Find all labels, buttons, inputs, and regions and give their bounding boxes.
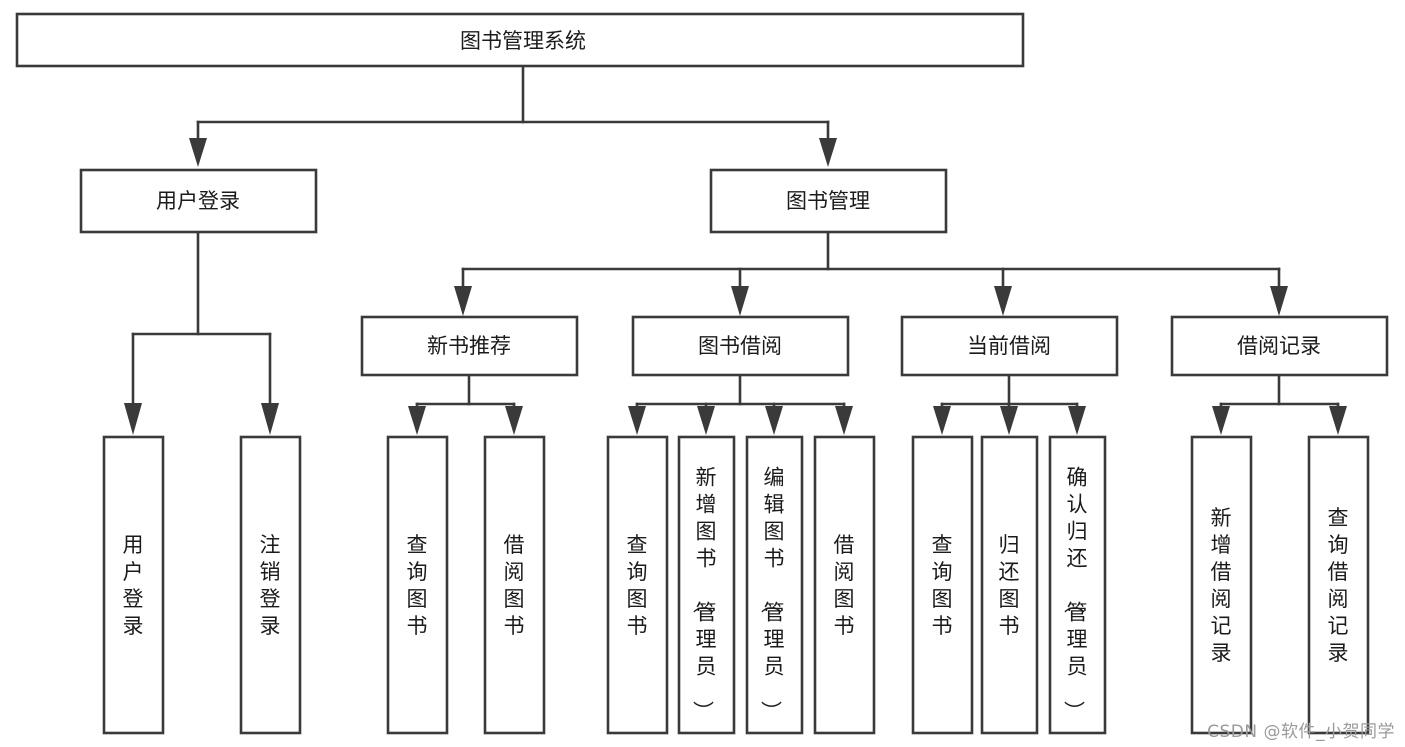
node-leaf-add-book-admin[interactable]: 新增图书（管理员） — [677, 435, 736, 735]
node-leaf-edit-book-admin-box[interactable] — [745, 435, 804, 735]
node-new-book-recommend-box[interactable] — [360, 315, 579, 377]
node-leaf-query-book-borrow-box[interactable] — [606, 435, 669, 735]
node-root-box[interactable] — [15, 12, 1025, 68]
node-leaf-logout-login[interactable]: 注销登录 — [239, 435, 302, 735]
node-leaf-user-login-box[interactable] — [102, 435, 165, 735]
arrow-bb-leaf-1 — [628, 406, 646, 435]
node-borrow-record[interactable]: 借阅记录 — [1170, 315, 1389, 377]
node-leaf-logout-login-label: 注销登录 — [260, 533, 281, 638]
node-leaf-query-book-rec[interactable]: 查询图书 — [386, 435, 449, 735]
arrow-bb-leaf-3 — [765, 406, 783, 435]
node-leaf-edit-book-admin[interactable]: 编辑图书（管理员） — [745, 435, 804, 735]
arrow-root-to-user-login — [189, 138, 207, 167]
node-leaf-add-borrow-record[interactable]: 新增借阅记录 — [1190, 435, 1253, 735]
node-leaf-query-book-rec-label: 查询图书 — [407, 533, 428, 638]
connector-layer — [124, 64, 1347, 435]
arrow-cb-leaf-3 — [1068, 406, 1086, 435]
node-leaf-query-book-borrow[interactable]: 查询图书 — [606, 435, 669, 735]
node-leaf-query-book-borrow-label: 查询图书 — [627, 533, 648, 638]
arrow-bm-to-new-book-recommend — [454, 286, 472, 316]
node-leaf-add-borrow-record-label: 新增借阅记录 — [1211, 506, 1232, 665]
node-user-login[interactable]: 用户登录 — [79, 168, 318, 234]
node-leaf-user-login-label: 用户登录 — [123, 533, 144, 638]
node-root-label: 图书管理系统 — [460, 29, 586, 53]
arrow-user-login-leaf-1 — [124, 403, 142, 435]
node-root[interactable]: 图书管理系统 — [15, 12, 1025, 68]
node-borrow-record-label: 借阅记录 — [1237, 334, 1321, 358]
node-leaf-add-borrow-record-box[interactable] — [1190, 435, 1253, 735]
node-leaf-query-book-current[interactable]: 查询图书 — [911, 435, 974, 735]
node-new-book-recommend-label: 新书推荐 — [427, 334, 511, 358]
arrow-cb-leaf-2 — [1000, 406, 1018, 435]
node-leaf-borrow-book-label: 借阅图书 — [834, 533, 855, 638]
node-leaf-return-book-label: 归还图书 — [999, 533, 1020, 638]
arrow-br-leaf-1 — [1212, 406, 1230, 435]
arrow-nbr-leaf-1 — [408, 406, 426, 435]
arrow-user-login-leaf-2 — [261, 403, 279, 435]
node-leaf-query-borrow-record-box[interactable] — [1307, 435, 1370, 735]
node-leaf-return-book-box[interactable] — [980, 435, 1039, 735]
node-leaf-borrow-book-rec[interactable]: 借阅图书 — [483, 435, 546, 735]
node-book-manage-label: 图书管理 — [786, 189, 870, 213]
node-leaf-confirm-return-admin[interactable]: 确认归还（管理员） — [1048, 435, 1107, 735]
node-leaf-edit-book-admin-label: 编辑图书（管理员） — [759, 466, 785, 722]
node-leaf-return-book[interactable]: 归还图书 — [980, 435, 1039, 735]
arrow-bm-to-book-borrow — [731, 286, 749, 316]
node-leaf-borrow-book-box[interactable] — [813, 435, 876, 735]
node-leaf-borrow-book[interactable]: 借阅图书 — [813, 435, 876, 735]
node-book-manage-box[interactable] — [709, 168, 948, 234]
node-user-login-box[interactable] — [79, 168, 318, 234]
node-leaf-borrow-book-rec-box[interactable] — [483, 435, 546, 735]
node-borrow-record-box[interactable] — [1170, 315, 1389, 377]
node-leaf-confirm-return-admin-label: 确认归还（管理员） — [1062, 466, 1088, 722]
node-leaf-query-borrow-record-label: 查询借阅记录 — [1328, 506, 1349, 665]
node-user-login-label: 用户登录 — [156, 189, 240, 213]
node-leaf-add-book-admin-label: 新增图书（管理员） — [691, 466, 717, 722]
node-book-manage[interactable]: 图书管理 — [709, 168, 948, 234]
node-current-borrow-label: 当前借阅 — [967, 334, 1051, 358]
node-current-borrow[interactable]: 当前借阅 — [900, 315, 1119, 377]
node-book-borrow[interactable]: 图书借阅 — [631, 315, 850, 377]
arrow-bm-to-borrow-record — [1270, 286, 1288, 316]
node-leaf-query-book-rec-box[interactable] — [386, 435, 449, 735]
node-leaf-logout-login-box[interactable] — [239, 435, 302, 735]
node-leaf-user-login[interactable]: 用户登录 — [102, 435, 165, 735]
node-leaf-confirm-return-admin-box[interactable] — [1048, 435, 1107, 735]
node-new-book-recommend[interactable]: 新书推荐 — [360, 315, 579, 377]
arrow-nbr-leaf-2 — [505, 406, 523, 435]
node-leaf-query-borrow-record[interactable]: 查询借阅记录 — [1307, 435, 1370, 735]
node-leaf-query-book-current-box[interactable] — [911, 435, 974, 735]
node-leaf-add-book-admin-box[interactable] — [677, 435, 736, 735]
node-book-borrow-box[interactable] — [631, 315, 850, 377]
node-book-borrow-label: 图书借阅 — [698, 334, 782, 358]
arrow-root-to-book-manage — [819, 138, 837, 167]
arrow-br-leaf-2 — [1329, 406, 1347, 435]
node-current-borrow-box[interactable] — [900, 315, 1119, 377]
node-leaf-query-book-current-label: 查询图书 — [932, 533, 953, 638]
arrow-bb-leaf-2 — [697, 406, 715, 435]
arrow-bb-leaf-4 — [835, 406, 853, 435]
arrow-bm-to-current-borrow — [994, 286, 1012, 316]
node-leaf-borrow-book-rec-label: 借阅图书 — [504, 533, 525, 638]
arrow-cb-leaf-1 — [933, 406, 951, 435]
